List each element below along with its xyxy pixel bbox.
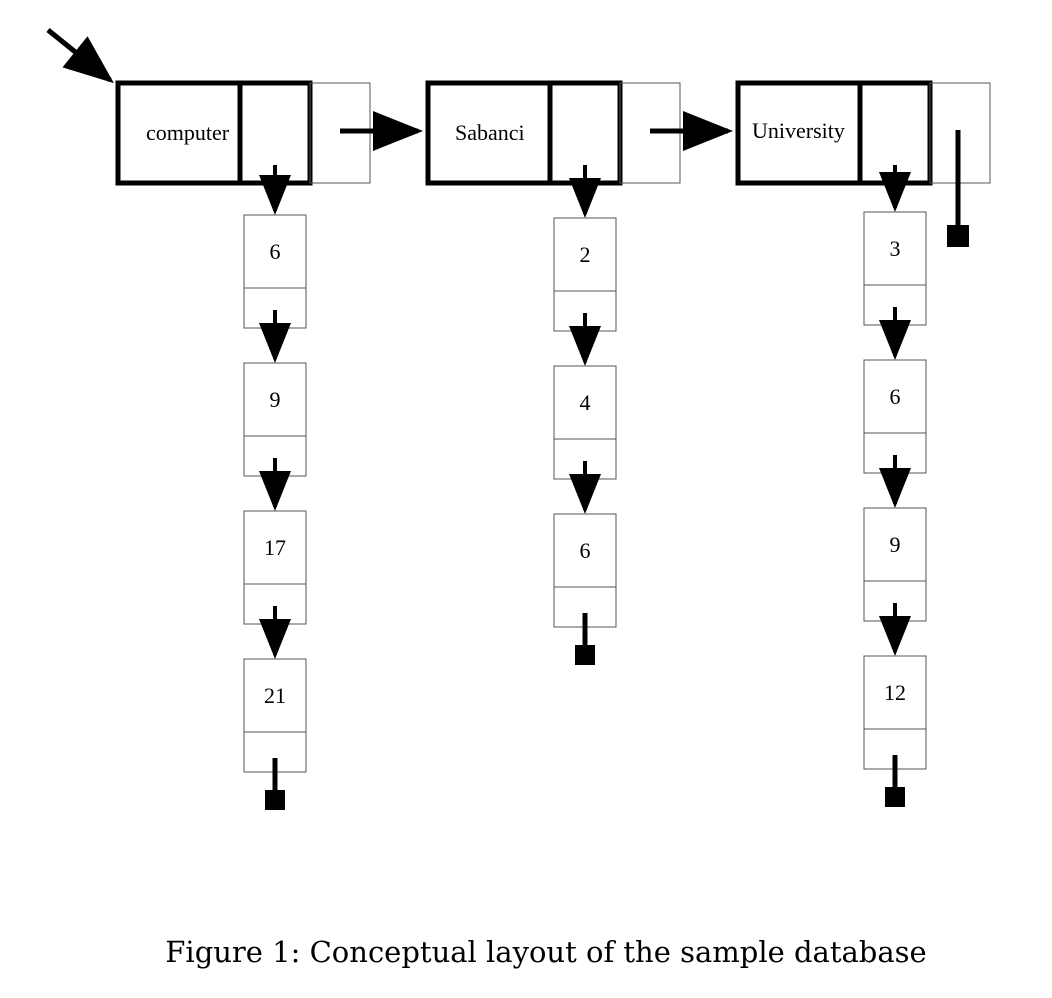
word-node: computer — [115, 80, 371, 186]
posting-value: 21 — [264, 683, 286, 708]
posting-value: 6 — [270, 239, 281, 264]
posting-node — [553, 513, 617, 628]
posting-value: 6 — [890, 384, 901, 409]
entry-arrow — [46, 28, 114, 84]
posting-value: 17 — [264, 535, 286, 560]
posting-node — [863, 655, 927, 770]
posting-node — [243, 658, 307, 773]
null-terminator — [575, 645, 595, 665]
posting-value: 3 — [890, 236, 901, 261]
null-terminator — [265, 790, 285, 810]
figure-caption: Figure 1: Conceptual layout of the sampl… — [165, 935, 927, 969]
posting-value: 4 — [580, 390, 591, 415]
null-terminator — [885, 787, 905, 807]
word-label: University — [752, 118, 845, 143]
posting-value: 9 — [890, 532, 901, 557]
word-label: computer — [146, 120, 230, 145]
word-node: Sabanci — [425, 80, 681, 186]
posting-value: 6 — [580, 538, 591, 563]
null-terminator — [947, 225, 969, 247]
word-label: Sabanci — [455, 120, 525, 145]
word-node: University — [735, 80, 991, 186]
posting-value: 9 — [270, 387, 281, 412]
posting-value: 2 — [580, 242, 591, 267]
posting-value: 12 — [884, 680, 906, 705]
